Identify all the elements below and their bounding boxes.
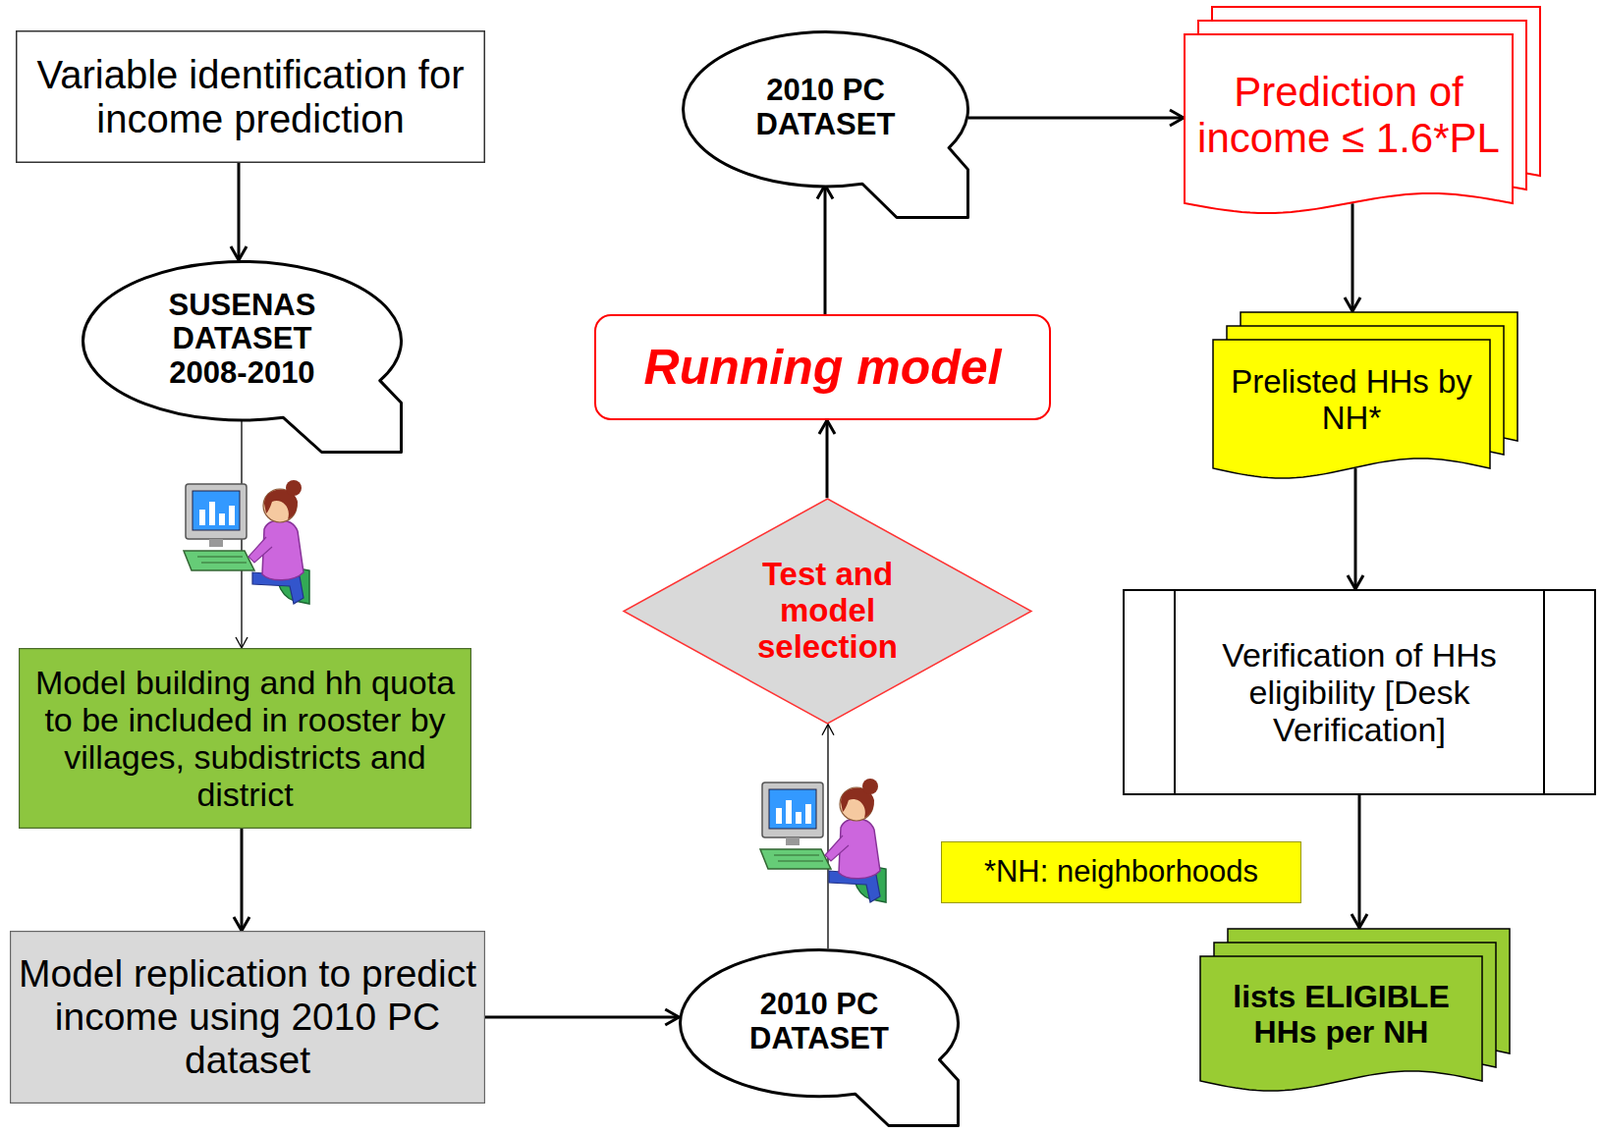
text-group: 2010 PC DATASET: [724, 73, 927, 142]
text-group: Verification of HHs eligibility [Desk Ve…: [1185, 636, 1534, 749]
text-area: lists ELIGIBLE HHs per NH: [1207, 961, 1476, 1069]
text-area: Verification of HHs eligibility [Desk Ve…: [1185, 595, 1534, 790]
decision-diamond-border: [623, 498, 1032, 724]
person-at-computer-icon: [760, 778, 886, 903]
text-group: Test and model selection: [724, 556, 931, 666]
document-stack-border: [1213, 339, 1490, 479]
text-area: *NH: neighborhoods: [948, 847, 1294, 898]
document-stack-border: [1200, 956, 1483, 1092]
process-box-border: [19, 649, 472, 829]
process-box: Running model: [594, 314, 1051, 421]
text-group: Running model: [602, 339, 1044, 395]
text-area: Prediction of income ≤ 1.6*PL: [1191, 39, 1506, 191]
node-text: Running model: [602, 339, 1044, 395]
process-box: Model building and hh quota to be includ…: [18, 648, 472, 829]
text-group: lists ELIGIBLE HHs per NH: [1207, 980, 1476, 1051]
decision-diamond: Test and model selection: [622, 497, 1033, 725]
dataset-bubble: 2010 PC DATASET: [678, 948, 960, 1128]
node-text: SUSENAS DATASET 2008-2010: [129, 288, 355, 391]
document-stack-border: [1184, 34, 1513, 214]
dataset-bubble: 2010 PC DATASET: [681, 30, 970, 220]
flow-arrow: [1351, 203, 1355, 312]
text-group: SUSENAS DATASET 2008-2010: [129, 288, 355, 391]
process-box: Variable identification for income predi…: [15, 30, 486, 164]
text-group: Prediction of income ≤ 1.6*PL: [1191, 68, 1506, 162]
node-text: Model building and hh quota to be includ…: [26, 663, 464, 814]
document-stack: Prediction of income ≤ 1.6*PL: [1183, 5, 1542, 215]
text-group: Prelisted HHs by NH*: [1219, 364, 1484, 438]
predefined-process-box-border: [1123, 590, 1596, 795]
flow-arrow: [1358, 795, 1362, 929]
node-text: 2010 PC DATASET: [720, 988, 918, 1056]
flow-arrow: [826, 420, 829, 498]
process-box: Model replication to predict income usin…: [9, 931, 486, 1104]
text-group: Model building and hh quota to be includ…: [26, 663, 464, 814]
flow-arrow: [827, 724, 828, 949]
node-text: Model replication to predict income usin…: [17, 952, 478, 1082]
flow-arrow: [240, 828, 244, 932]
dataset-bubble: SUSENAS DATASET 2008-2010: [81, 260, 403, 454]
footnote-box-border: [941, 842, 1302, 904]
document-stack: Prelisted HHs by NH*: [1212, 311, 1519, 480]
footnote-box: *NH: neighborhoods: [940, 841, 1302, 904]
text-area: Prelisted HHs by NH*: [1219, 344, 1484, 456]
text-area: 2010 PC DATASET: [724, 52, 927, 164]
flow-arrow: [237, 163, 241, 261]
text-area: Running model: [602, 320, 1044, 415]
node-text: lists ELIGIBLE HHs per NH: [1207, 980, 1476, 1051]
node-text: Variable identification for income predi…: [23, 53, 478, 142]
node-text: *NH: neighborhoods: [948, 855, 1294, 890]
flow-arrow: [1354, 468, 1358, 590]
text-area: SUSENAS DATASET 2008-2010: [129, 282, 355, 397]
person-at-computer-icon: [183, 480, 310, 605]
node-text: Verification of HHs eligibility [Desk Ve…: [1185, 636, 1534, 749]
process-side-bar: [1173, 590, 1176, 795]
process-box-border: [16, 31, 486, 164]
flow-arrow: [968, 116, 1184, 120]
node-text: 2010 PC DATASET: [724, 73, 927, 142]
text-group: *NH: neighborhoods: [948, 855, 1294, 890]
dataset-bubble-border: [680, 950, 959, 1127]
document-stack: lists ELIGIBLE HHs per NH: [1199, 928, 1511, 1093]
text-group: 2010 PC DATASET: [720, 988, 918, 1056]
text-group: Variable identification for income predi…: [23, 53, 478, 142]
flow-arrow: [824, 184, 828, 315]
dataset-bubble-border: [82, 262, 401, 453]
text-area: Test and model selection: [724, 554, 931, 669]
text-area: Variable identification for income predi…: [23, 36, 478, 158]
process-box-border: [10, 932, 486, 1104]
text-area: Model building and hh quota to be includ…: [26, 654, 464, 824]
node-text: Test and model selection: [724, 556, 931, 666]
node-text: Prediction of income ≤ 1.6*PL: [1191, 68, 1506, 162]
dataset-bubble-border: [683, 31, 969, 218]
text-group: Model replication to predict income usin…: [17, 952, 478, 1082]
process-side-bar: [1543, 590, 1545, 795]
node-text: Prelisted HHs by NH*: [1219, 364, 1484, 438]
text-area: Model replication to predict income usin…: [17, 937, 478, 1099]
text-area: 2010 PC DATASET: [720, 969, 918, 1075]
flow-arrow: [485, 1016, 679, 1020]
predefined-process-box: Verification of HHs eligibility [Desk Ve…: [1122, 589, 1597, 796]
process-box-border: [595, 315, 1050, 420]
